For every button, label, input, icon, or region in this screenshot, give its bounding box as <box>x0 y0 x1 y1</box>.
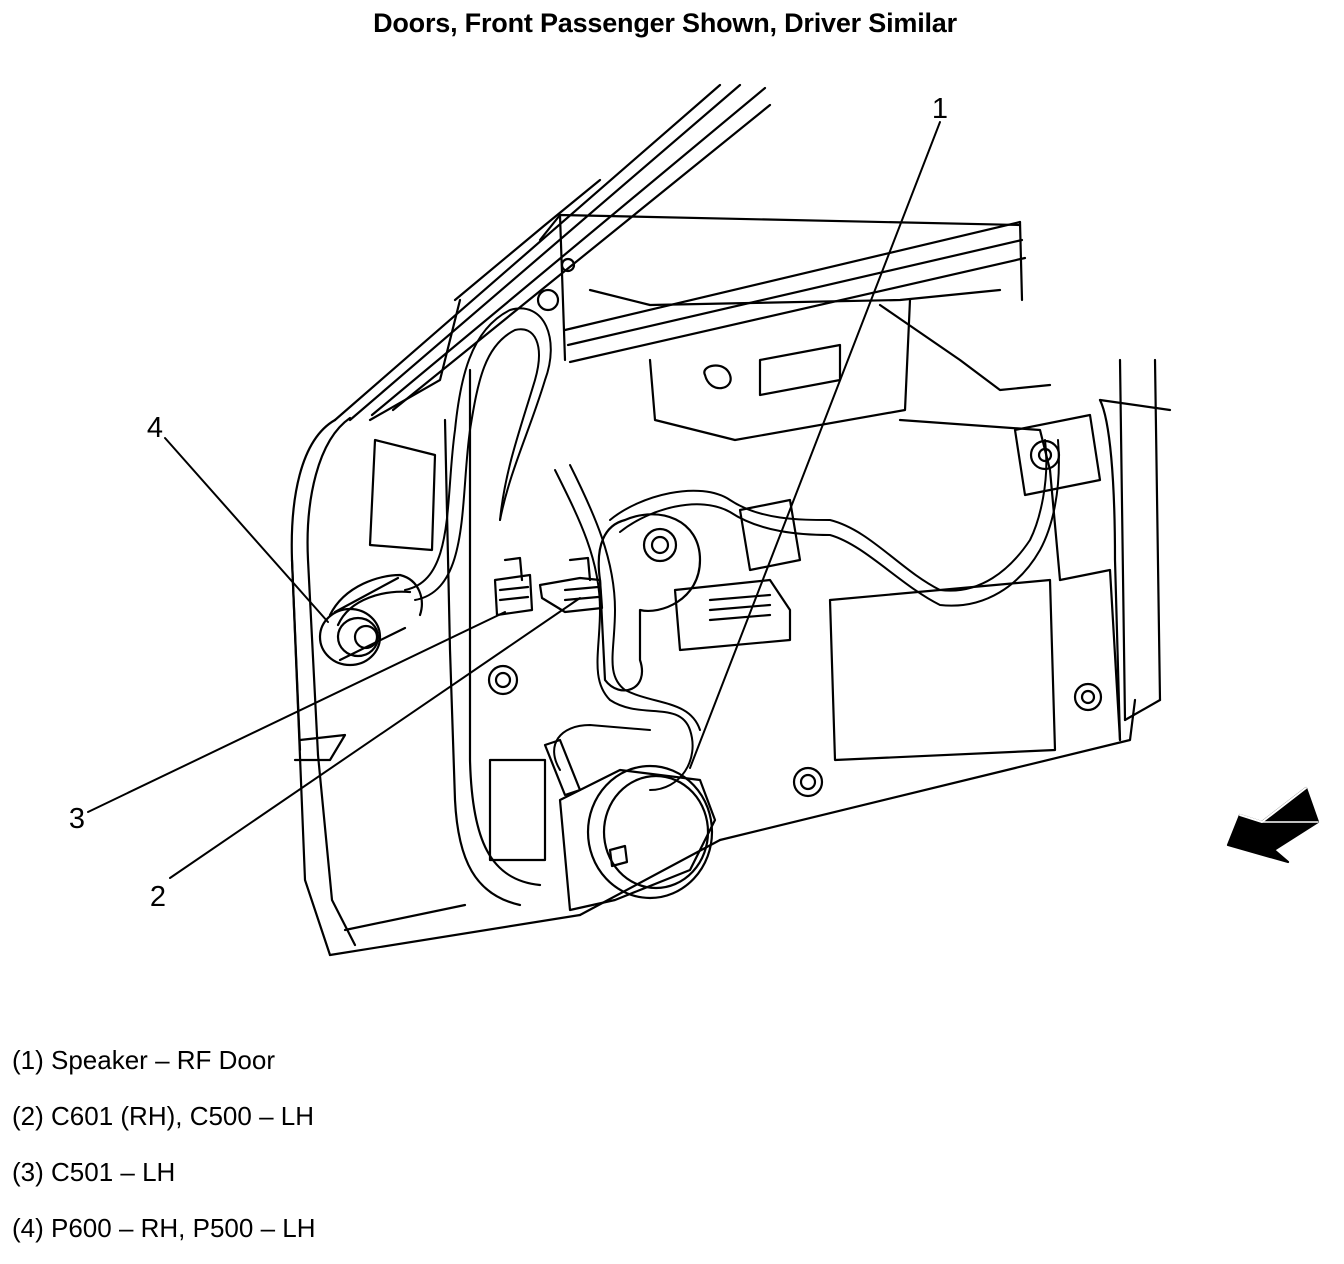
legend-item-c501: (3) C501 – LH <box>12 1157 176 1187</box>
legend-item-speaker: (1) Speaker – RF Door <box>12 1045 275 1075</box>
diagram-title: Doors, Front Passenger Shown, Driver Sim… <box>373 8 957 38</box>
callout-3: 3 <box>69 803 85 835</box>
speaker-rf-door <box>543 738 717 912</box>
callout-1: 1 <box>932 93 948 125</box>
component-legend: (1) Speaker – RF Door (2) C601 (RH), C50… <box>12 1040 316 1264</box>
window-regulator-motor <box>597 498 802 692</box>
connector-c501 <box>493 556 534 617</box>
view-direction-arrow-icon <box>1226 786 1320 864</box>
door-access-holes <box>487 257 1103 862</box>
callout-4: 4 <box>147 412 163 444</box>
door-outer-shell <box>290 416 582 957</box>
grommet-p600-p500 <box>318 573 423 667</box>
door-wiring-illustration: 1 2 3 4 <box>69 83 1320 957</box>
door-beltline-trim <box>563 220 1027 364</box>
door-lock-actuator <box>1013 413 1102 497</box>
door-window-frame <box>333 83 1022 422</box>
legend-item-p600-p500: (4) P600 – RH, P500 – LH <box>12 1213 316 1243</box>
connector-c601-c500 <box>538 556 604 614</box>
callout-2: 2 <box>150 881 166 913</box>
legend-item-c601-c500: (2) C601 (RH), C500 – LH <box>12 1101 314 1131</box>
callout-leaders <box>87 121 941 879</box>
wiring-harness <box>404 307 1060 791</box>
